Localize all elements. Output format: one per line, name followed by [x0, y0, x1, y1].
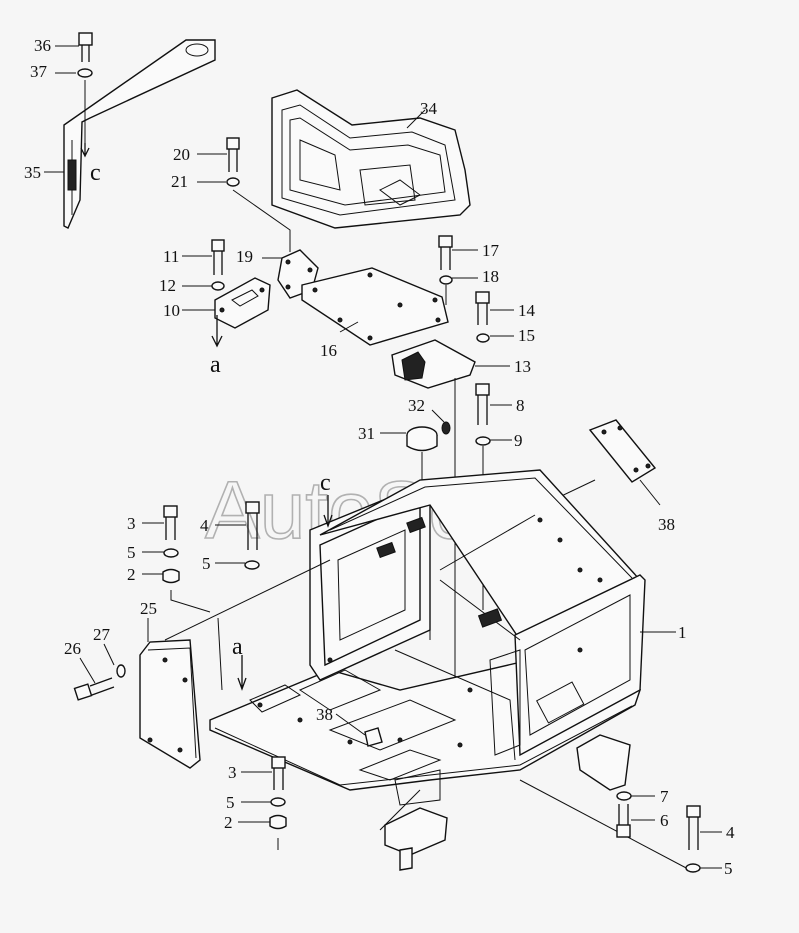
- view-arrow-a: [237, 655, 247, 691]
- callout-38-right: 38: [658, 515, 675, 534]
- bolt-20: [226, 137, 240, 187]
- callout-2-left: 2: [127, 565, 136, 584]
- bolt-36: [77, 32, 93, 158]
- view-arrow-c: [323, 495, 333, 528]
- callout-14: 14: [518, 301, 536, 320]
- callout-26: 26: [64, 639, 81, 658]
- bolt-4-left: [244, 501, 260, 570]
- plate-38-right: [588, 419, 657, 483]
- callout-18: 18: [482, 267, 499, 286]
- bolt-3-bottom: [269, 756, 287, 830]
- bolt-6: [616, 791, 632, 838]
- gasket-16: [301, 267, 449, 346]
- plate-25: [139, 639, 201, 769]
- view-label-a-frame: a: [232, 634, 243, 660]
- callout-13: 13: [514, 357, 531, 376]
- callout-11: 11: [163, 247, 179, 266]
- bolt-4-right: [685, 805, 701, 873]
- callout-25: 25: [140, 599, 157, 618]
- callout-15: 15: [518, 326, 535, 345]
- bolt-14: [475, 291, 490, 343]
- view-label-c-frame: c: [320, 470, 331, 496]
- callout-3-left: 3: [127, 514, 136, 533]
- callout-4-right: 4: [726, 823, 735, 842]
- callout-10: 10: [163, 301, 180, 320]
- callout-5-mid: 5: [202, 554, 211, 573]
- callout-17: 17: [482, 241, 500, 260]
- cap-31: [406, 421, 451, 452]
- bolt-3-left: [162, 505, 180, 584]
- callout-6: 6: [660, 811, 669, 830]
- callout-19: 19: [236, 247, 253, 266]
- callout-2-bottom: 2: [224, 813, 233, 832]
- plug-38-left: [364, 727, 383, 747]
- callout-20: 20: [173, 145, 190, 164]
- callout-12: 12: [159, 276, 176, 295]
- callout-35: 35: [24, 163, 41, 182]
- callout-5-bottom: 5: [226, 793, 235, 812]
- callout-36: 36: [34, 36, 51, 55]
- callout-38-left: 38: [316, 705, 333, 724]
- callout-16: 16: [320, 341, 337, 360]
- callout-8: 8: [516, 396, 525, 415]
- bolt-17: [438, 235, 453, 285]
- bolt-8: [475, 383, 491, 446]
- bolt-26: [73, 664, 126, 701]
- callout-3-bottom: 3: [228, 763, 237, 782]
- callout-32: 32: [408, 396, 425, 415]
- callout-5-left: 5: [127, 543, 136, 562]
- callout-34: 34: [420, 99, 438, 118]
- callout-7: 7: [660, 787, 669, 806]
- plate-10: [214, 277, 271, 329]
- callout-21: 21: [171, 172, 188, 191]
- bolt-11: [211, 239, 225, 291]
- main-frame-1: [209, 469, 646, 791]
- bracket-35: [63, 39, 216, 229]
- callout-9: 9: [514, 431, 523, 450]
- mount-bracket-right: [576, 734, 631, 791]
- callout-1: 1: [678, 623, 687, 642]
- callout-37: 37: [30, 62, 48, 81]
- bracket-13: [391, 339, 476, 389]
- callout-27: 27: [93, 625, 111, 644]
- callout-4-left: 4: [200, 516, 209, 535]
- view-label-c-top: c: [90, 160, 101, 186]
- cover-34: [271, 89, 471, 229]
- callout-5-right: 5: [724, 859, 733, 878]
- callout-31: 31: [358, 424, 375, 443]
- view-label-a-top: a: [210, 352, 221, 378]
- mount-bracket: [384, 769, 448, 871]
